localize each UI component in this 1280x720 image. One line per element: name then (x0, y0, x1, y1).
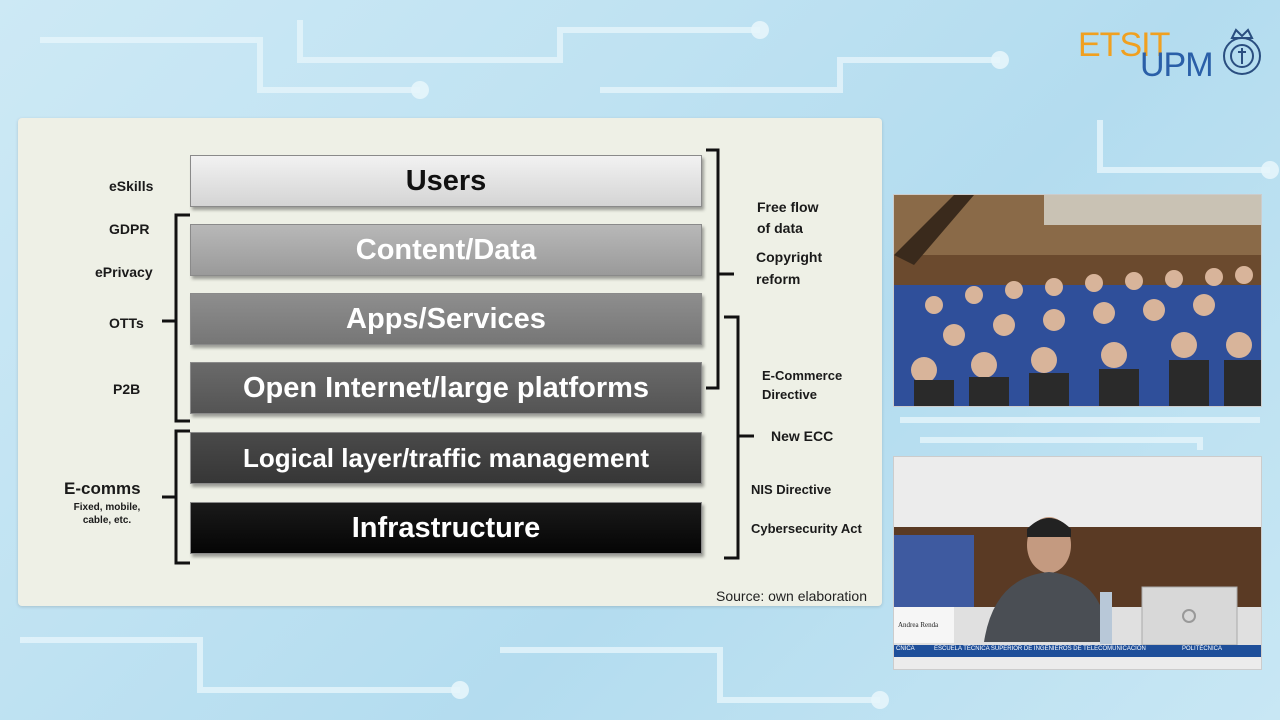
layer-infrastructure: Infrastructure (190, 502, 702, 554)
banner-right-text: POLITÉCNICA (1182, 646, 1223, 652)
label-eprivacy: ePrivacy (95, 264, 153, 280)
label-ecomms-detail: Fixed, mobile, cable, etc. (62, 501, 152, 527)
label-new-ecc: New ECC (771, 428, 834, 444)
banner-school-text: ESCUELA TÉCNICA SUPERIOR DE INGENIEROS D… (934, 646, 1146, 652)
layer-users: Users (190, 155, 702, 207)
speaker-nameplate: Andrea Renda (898, 621, 939, 629)
label-gdpr: GDPR (109, 221, 150, 237)
label-ecomms: E-comms (64, 479, 141, 498)
layer-logical-traffic: Logical layer/traffic management (190, 432, 702, 484)
label-cybersecurity-act: Cybersecurity Act (751, 521, 862, 536)
layer-open-internet: Open Internet/large platforms (190, 362, 702, 414)
label-eskills: eSkills (109, 178, 154, 194)
label-nis-directive: NIS Directive (751, 482, 832, 497)
layer-content-data: Content/Data (190, 224, 702, 276)
label-p2b: P2B (113, 381, 141, 397)
speaker-video: Andrea Renda CNICA ESCUELA TÉCNICA SUPER… (893, 456, 1262, 670)
audience-video (893, 194, 1262, 407)
label-ecomms-detail-line2: cable, etc. (82, 515, 132, 526)
speaker-image (894, 457, 1261, 669)
label-copyright-line2: reform (756, 271, 801, 287)
logo-etsit-text: ETSIT (1078, 26, 1170, 64)
presentation-slide: Users Content/Data Apps/Services Open In… (18, 118, 882, 606)
audience-image (894, 195, 1261, 406)
label-free-flow-line2: of data (757, 220, 803, 236)
banner-left-text: CNICA (896, 646, 915, 652)
label-otts: OTTs (109, 315, 144, 331)
label-ecommerce-line2: Directive (762, 387, 817, 402)
label-copyright-line1: Copyright (756, 249, 823, 265)
university-crest-icon (1223, 28, 1261, 75)
label-free-flow-line1: Free flow (757, 199, 819, 215)
layer-apps-services: Apps/Services (190, 293, 702, 345)
label-ecommerce-line1: E-Commerce (762, 368, 843, 383)
slide-source-note: Source: own elaboration (716, 588, 867, 604)
logo-upm-text: UPM (1140, 46, 1214, 84)
etsit-upm-logo: ETSIT UPM (1078, 24, 1268, 84)
slide-brackets (162, 148, 754, 565)
label-ecomms-detail-line1: Fixed, mobile, (73, 502, 141, 513)
